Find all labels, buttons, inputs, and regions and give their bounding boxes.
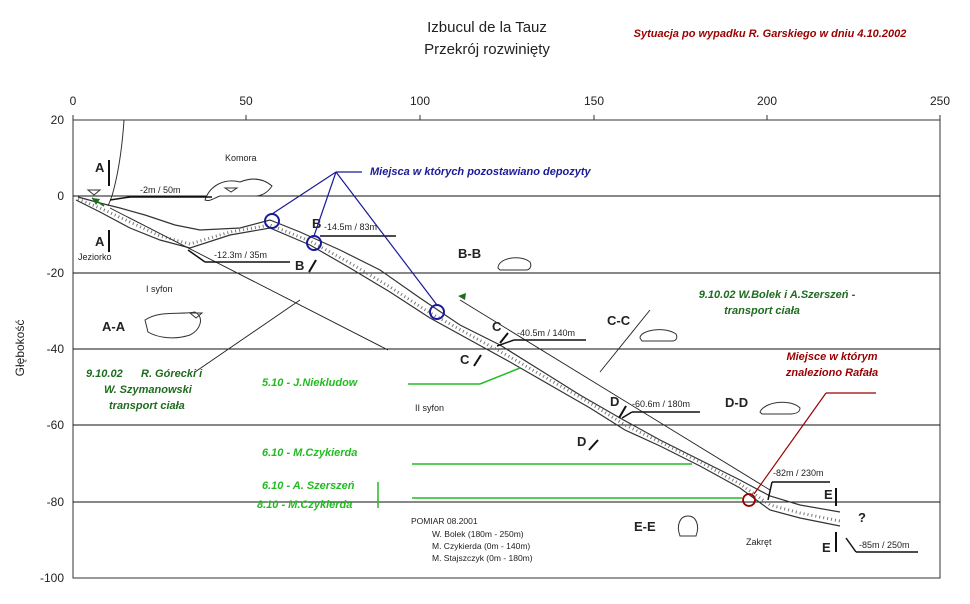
leader-line	[599, 309, 651, 373]
title-line1: Izbucul de la Tauz	[427, 19, 547, 36]
depth-label: -40.5m / 140m	[517, 328, 575, 338]
depth-label: -2m / 50m	[140, 185, 181, 195]
y-tick: -40	[47, 342, 65, 356]
survey-line: M. Czykierda (0m - 140m)	[432, 541, 530, 551]
depth-label: -82m / 230m	[773, 468, 824, 478]
x-tick: 200	[757, 94, 777, 108]
label-i-syfon: I syfon	[146, 284, 173, 294]
bolek-note-line1: 9.10.02 W.Bolek i A.Szerszeń -	[699, 289, 856, 301]
y-tick: -20	[47, 266, 65, 280]
section-b-top: B	[312, 216, 321, 231]
leader-line	[194, 299, 301, 373]
y-axis-label: Głębokość	[13, 320, 27, 377]
found-note-line2: znaleziono Rafała	[785, 367, 878, 379]
section-sketch-aa	[144, 311, 201, 339]
section-d-top: D	[610, 394, 619, 409]
section-d-bottom: D	[577, 434, 586, 449]
label-zakret: Zakręt	[746, 537, 772, 547]
section-a-top: A	[95, 160, 105, 175]
section-c-top: C	[492, 319, 502, 334]
x-tick: 250	[930, 94, 950, 108]
section-aa-label: A-A	[102, 319, 126, 334]
section-bb-label: B-B	[458, 246, 481, 261]
section-sketch-cc	[639, 329, 678, 342]
czykierda-note-1: 6.10 - M.Czykierda	[262, 447, 357, 459]
arrow-head	[92, 198, 100, 205]
bolek-note-line2: transport ciała	[724, 305, 800, 317]
y-axis-ticks: 20 0 -20 -40 -60 -80 -100	[40, 113, 64, 585]
section-a-bottom: A	[95, 234, 105, 249]
deposits-note: Miejsca w których pozostawiano depozyty	[370, 166, 592, 178]
section-cc-label: C-C	[607, 313, 631, 328]
gorecki-note-line1: R. Górecki i	[141, 368, 203, 380]
section-e-top: E	[824, 487, 833, 502]
label-jeziorko: Jeziorko	[78, 252, 112, 262]
surface-cliff	[107, 119, 125, 207]
found-pointer-line	[753, 392, 827, 495]
komora-chamber	[204, 178, 273, 201]
found-note-line1: Miejsce w którym	[786, 351, 877, 363]
depth-label: -14.5m / 83m	[324, 222, 377, 232]
section-markers: A A B B C C D D E E A-A B-B C-C D-D E-E	[95, 160, 837, 555]
section-c-bottom: C	[460, 352, 470, 367]
szerszen-note: 6.10 - A. Szerszeń	[262, 480, 355, 492]
passage-ceiling	[77, 196, 841, 513]
depth-label: -85m / 250m	[859, 540, 910, 550]
survey-line: M. Stajszczyk (0m - 180m)	[432, 553, 533, 563]
depth-callouts: -2m / 50m -12.3m / 35m -14.5m / 83m -40.…	[109, 185, 918, 553]
section-b-bottom: B	[295, 258, 304, 273]
y-tick: -80	[47, 495, 65, 509]
water-level-marker	[223, 187, 239, 193]
x-tick: 100	[410, 94, 430, 108]
label-ii-syfon: II syfon	[415, 403, 444, 413]
water-level-marker	[188, 312, 204, 319]
section-ee-label: E-E	[634, 519, 656, 534]
found-location-circle	[742, 493, 756, 507]
section-sketch-bb	[497, 257, 532, 271]
arrow-head	[458, 293, 466, 300]
czykierda-note-2: 8.10 - M.Czykierda	[257, 499, 352, 511]
passage-floor	[75, 199, 841, 527]
y-tick: 0	[57, 189, 64, 203]
deposit-pointer-lines	[271, 171, 438, 306]
water-level-marker	[86, 189, 102, 196]
depth-label: -60.6m / 180m	[632, 399, 690, 409]
section-e-bottom: E	[822, 540, 831, 555]
y-tick: -60	[47, 418, 65, 432]
y-tick: -100	[40, 571, 64, 585]
x-tick: 150	[584, 94, 604, 108]
depth-label: -12.3m / 35m	[214, 250, 267, 260]
niekludow-note: 5.10 - J.Niekludow	[262, 377, 359, 389]
survey-line: W. Bolek (180m - 250m)	[432, 529, 524, 539]
section-dd-label: D-D	[725, 395, 748, 410]
deposit-circle	[429, 304, 445, 320]
x-tick: 0	[70, 94, 77, 108]
survey-title: POMIAR 08.2001	[411, 516, 478, 526]
title-line2: Przekrój rozwinięty	[424, 41, 550, 58]
transport-line	[459, 299, 771, 491]
situation-note: Sytuacja po wypadku R. Garskiego w dniu …	[634, 28, 907, 40]
x-axis-ticks: 0 50 100 150 200 250	[70, 94, 951, 108]
transport-line	[109, 207, 389, 351]
diver-position-lines	[377, 367, 742, 508]
gorecki-note-date: 9.10.02	[86, 368, 123, 380]
section-sketch-dd	[759, 401, 801, 415]
label-komora: Komora	[225, 153, 257, 163]
gorecki-note-line3: transport ciała	[109, 400, 185, 412]
label-question: ?	[858, 510, 866, 525]
y-tick: 20	[51, 113, 65, 127]
gorecki-note-line2: W. Szymanowski	[104, 384, 193, 396]
x-tick: 50	[239, 94, 253, 108]
section-sketch-ee	[677, 515, 699, 537]
x-tick-marks	[72, 115, 941, 120]
